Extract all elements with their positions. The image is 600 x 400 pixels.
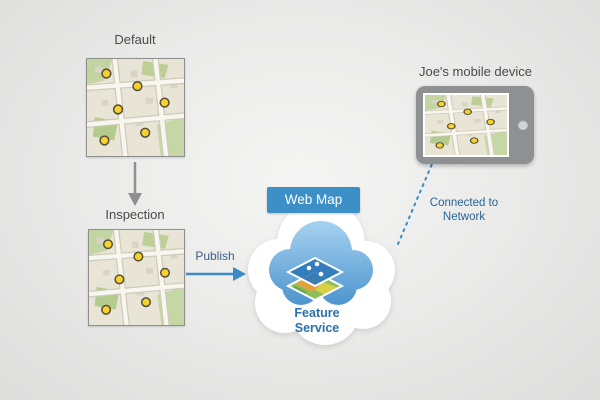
tablet-map-image — [425, 95, 507, 155]
default-map-label: Default — [114, 32, 156, 47]
publish-arrow-icon — [186, 267, 246, 281]
down-arrow-icon — [128, 162, 142, 206]
tablet-device — [416, 86, 534, 164]
device-label: Joe's mobile device — [418, 64, 533, 79]
publish-label: Publish — [195, 249, 235, 263]
network-dotted-line — [397, 163, 433, 245]
default-map-image — [87, 59, 184, 156]
tablet-home-button — [518, 120, 528, 130]
inspection-map-thumbnail — [88, 229, 185, 326]
default-map-thumbnail — [86, 58, 185, 157]
feature-service-label: Feature Service — [294, 306, 340, 335]
cloud-icon — [248, 200, 395, 345]
web-map-header: Web Map — [267, 187, 360, 213]
inspection-map-label: Inspection — [105, 207, 165, 222]
layers-icon — [285, 256, 345, 302]
inspection-map-image — [89, 230, 184, 325]
tablet-screen — [423, 93, 509, 157]
network-label: Connected to Network — [429, 197, 499, 223]
